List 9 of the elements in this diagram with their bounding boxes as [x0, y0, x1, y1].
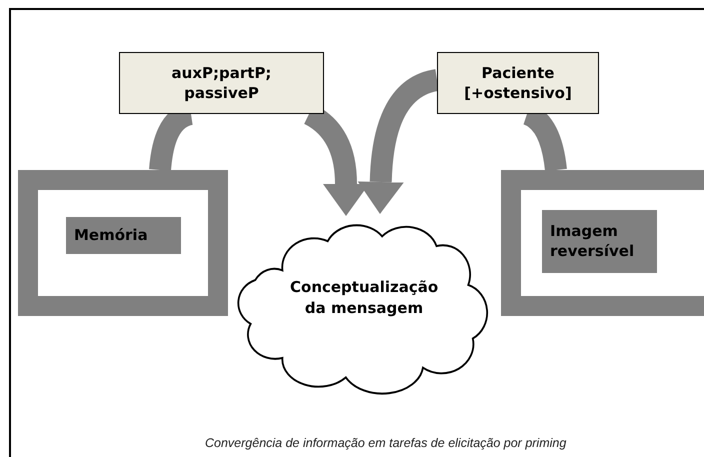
picture-frame — [18, 170, 228, 316]
label-box: Memória — [66, 217, 181, 254]
text-box: auxP;partP; passiveP — [119, 52, 324, 114]
text-box: Paciente [+ostensivo] — [437, 52, 599, 114]
cloud-text: Conceptualização da mensagem — [289, 276, 440, 319]
label-box: Imagem reversível — [542, 210, 657, 273]
caption: Convergência de informação em tarefas de elicitação por priming — [205, 436, 566, 450]
picture-frame — [501, 170, 704, 316]
curved-arrow — [358, 69, 440, 214]
